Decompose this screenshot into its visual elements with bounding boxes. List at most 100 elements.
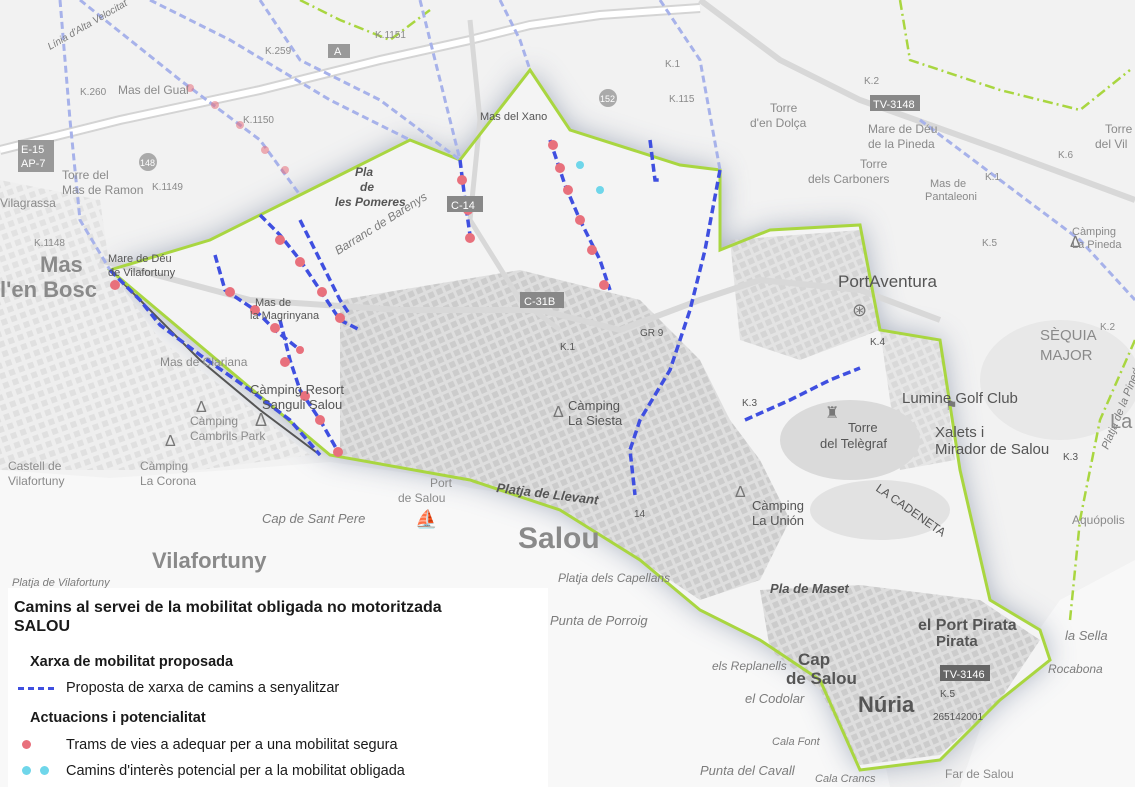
label-camping-union-2: La Unión xyxy=(752,513,804,528)
legend-item-cyan-dots: Camins d'interès potencial per a la mobi… xyxy=(18,763,405,779)
label-cala-font: Cala Font xyxy=(772,736,821,748)
map-symbols: ⊛ ♜ Δ Δ Δ Δ Δ Δ ⛵ ⚑ xyxy=(165,234,1081,529)
svg-text:Δ: Δ xyxy=(1070,234,1081,251)
neighbour-boundary-pineda xyxy=(1068,339,1135,621)
label-torre-vila-2: del Vil xyxy=(1095,137,1127,151)
label-castell-2: Vilafortuny xyxy=(8,474,64,488)
label-xalets-2: Mirador de Salou xyxy=(935,441,1049,458)
red-dots xyxy=(110,140,609,457)
label-mas-clariana: Mas de Clariana xyxy=(160,355,248,369)
label-camping-cambrils-1: Càmping xyxy=(190,414,238,428)
label-torre-ramon-1: Torre del xyxy=(62,168,109,182)
road-c31b-label: C-31B xyxy=(524,296,555,308)
cyan-dots xyxy=(576,161,604,194)
label-sequia-1: SÈQUIA xyxy=(1040,327,1097,344)
label-torre-dolca-1: Torre xyxy=(770,101,798,115)
label-sequia-2: MAJOR xyxy=(1040,347,1093,364)
road-k1151: K.1151 xyxy=(375,30,406,41)
urban-mas-bosc xyxy=(0,180,110,270)
road-k1149: K.1149 xyxy=(152,182,183,193)
label-camping-pineda-1: Càmping xyxy=(1072,226,1116,238)
label-mas-gual: Mas del Gual xyxy=(118,83,189,97)
label-camping-corona-1: Càmping xyxy=(140,459,188,473)
label-vilagrassa: Vilagrassa xyxy=(0,196,56,210)
label-torre-telegraf-2: del Telègraf xyxy=(820,436,887,451)
road-14: 14 xyxy=(634,509,646,520)
legend-item-proposed-routes-label: Proposta de xarxa de camins a senyalitza… xyxy=(66,680,340,696)
salou-boundary xyxy=(106,67,1052,772)
road-k1150: K.1150 xyxy=(243,115,274,126)
urban-port-aventura xyxy=(730,230,880,360)
label-mas-pantaleoni-1: Mas de xyxy=(930,178,966,190)
label-camping-siesta-1: Càmping xyxy=(568,398,620,413)
legend-item-cyan-dots-label: Camins d'interès potencial per a la mobi… xyxy=(66,763,405,779)
label-mare-deu-pineda-1: Mare de Déu xyxy=(868,122,937,136)
label-mas-xano: Mas del Xano xyxy=(480,111,547,123)
outer-red-dots xyxy=(186,84,289,174)
label-port-salou-1: Port xyxy=(430,476,453,490)
legend-section-proposed-network: Xarxa de mobilitat proposada xyxy=(30,654,234,670)
neighbour-boundary-north xyxy=(299,0,431,42)
svg-text:Δ: Δ xyxy=(196,399,207,416)
label-mas-pantaleoni-2: Pantaleoni xyxy=(925,191,977,203)
svg-text:Δ: Δ xyxy=(553,404,564,421)
road-k2: K.2 xyxy=(864,76,879,87)
road-k115: K.115 xyxy=(669,94,695,105)
label-aquopolis: Aquópolis xyxy=(1072,513,1125,527)
label-vilafortuny: Vilafortuny xyxy=(152,548,267,573)
road-tv3146-label: TV-3146 xyxy=(943,669,985,681)
road-c31b xyxy=(99,257,942,334)
label-mas-en-bosc: Mas xyxy=(40,252,83,277)
road-k1a: K.1 xyxy=(665,59,680,70)
legend-item-red-dots-label: Trams de vies a adequar per a una mobili… xyxy=(66,737,398,753)
cadeneta-area xyxy=(810,480,950,540)
label-camping-pineda-2: La Pineda xyxy=(1072,239,1122,251)
svg-text:Δ: Δ xyxy=(165,433,176,450)
label-camping-sangli-2: Sanguli Salou xyxy=(262,397,342,412)
label-camping-cambrils-2: Cambrils Park xyxy=(190,429,266,443)
label-geodesic: 265142001 xyxy=(933,712,983,723)
label-punta-cavall: Punta del Cavall xyxy=(700,763,796,778)
red-dot-symbol xyxy=(18,739,56,751)
label-lumine: Lumine Golf Club xyxy=(902,390,1018,407)
label-replanells: els Replanells xyxy=(712,659,787,673)
label-codolar: el Codolar xyxy=(745,691,805,706)
svg-text:⚑: ⚑ xyxy=(945,397,958,413)
label-mare-deu-pineda-2: de la Pineda xyxy=(868,137,935,151)
label-salou: Salou xyxy=(518,522,600,555)
label-torre-carboners-2: dels Carboners xyxy=(808,172,889,186)
legend-item-proposed-routes: Proposta de xarxa de camins a senyalitza… xyxy=(18,680,339,696)
label-la-sella: la Sella xyxy=(1065,628,1108,643)
road-k1148: K.1148 xyxy=(34,238,65,249)
label-castell-1: Castell de xyxy=(8,459,62,473)
label-port-pirata-2: Pirata xyxy=(936,633,978,650)
road-gr: GR 9 xyxy=(640,328,664,339)
label-la-side: La xyxy=(1110,411,1133,433)
label-camping-union-1: Càmping xyxy=(752,498,804,513)
label-xalets-1: Xalets i xyxy=(935,424,984,441)
label-camping-siesta-2: La Siesta xyxy=(568,413,623,428)
label-punta-porroig: Punta de Porroig xyxy=(550,613,648,628)
road-k3: K.3 xyxy=(742,398,757,409)
road-k5b: K.5 xyxy=(982,238,997,249)
label-port-salou-2: de Salou xyxy=(398,491,445,505)
legend-section-actions: Actuacions i potencialitat xyxy=(30,710,206,726)
label-camping-corona-2: La Corona xyxy=(140,474,196,488)
label-mare-deu-2: de Vilafortuny xyxy=(108,267,176,279)
road-ap7-label: AP-7 xyxy=(21,158,45,170)
road-tv3148-label: TV-3148 xyxy=(873,99,915,111)
label-pla-maset: Pla de Maset xyxy=(770,581,849,596)
svg-text:⊛: ⊛ xyxy=(852,300,867,320)
label-cala-crancs: Cala Crancs xyxy=(815,773,876,785)
svg-text:Δ: Δ xyxy=(735,484,746,501)
highway-ap7-inner xyxy=(0,5,701,153)
sea-east xyxy=(960,560,1135,787)
label-nuria: Núria xyxy=(858,692,915,717)
road-k1b: K.1 xyxy=(560,342,575,353)
road-k1c: K.1 xyxy=(985,172,1000,183)
label-pla-pomeres-1: Pla xyxy=(355,165,373,179)
dashed-line-symbol xyxy=(18,682,56,694)
legend-title: Camins al servei de la mobilitat obligad… xyxy=(14,598,442,636)
label-mas-magrinyana-2: la Magrinyana xyxy=(250,310,320,322)
